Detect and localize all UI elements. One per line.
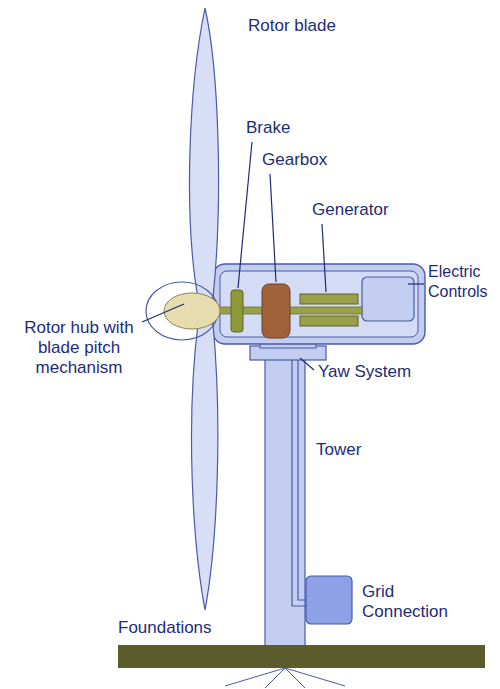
leader-line xyxy=(322,224,326,292)
part-label: Foundations xyxy=(118,618,238,638)
ground-bar xyxy=(118,645,485,668)
foundation-line xyxy=(285,668,345,686)
rotor-blade-shape xyxy=(190,8,219,298)
gearbox-shape xyxy=(262,284,290,338)
nacelle-inner xyxy=(220,271,418,337)
part-label: Yaw System xyxy=(318,362,448,382)
rotor-blade-shape xyxy=(192,324,218,610)
electric-controls-box xyxy=(362,277,414,321)
leader-line xyxy=(300,358,314,370)
generator-shape xyxy=(300,294,358,304)
cable-line xyxy=(292,330,306,606)
part-label: Brake xyxy=(246,118,326,138)
part-label: Tower xyxy=(316,440,396,460)
part-label: Electric Controls xyxy=(428,262,494,302)
part-label: Generator xyxy=(312,200,432,220)
part-label: Gearbox xyxy=(262,150,362,170)
leader-line xyxy=(270,174,276,282)
grid-connection-box xyxy=(306,576,352,624)
foundation-line xyxy=(265,668,285,688)
part-label: Rotor hub with blade pitch mechanism xyxy=(4,318,154,378)
leader-lines xyxy=(142,142,424,370)
foundation-lines xyxy=(225,668,345,688)
rotor-hub-shape xyxy=(164,293,220,329)
generator-shape xyxy=(300,316,358,326)
brake-disk xyxy=(231,290,243,332)
leader-line xyxy=(142,304,184,322)
part-label: Rotor blade xyxy=(248,16,388,36)
nacelle-shape xyxy=(213,264,425,344)
cable-line xyxy=(298,330,306,600)
tower-shape xyxy=(265,350,305,646)
part-label: Grid Connection xyxy=(362,582,472,622)
leader-line xyxy=(238,142,252,288)
leader-line xyxy=(408,283,424,284)
